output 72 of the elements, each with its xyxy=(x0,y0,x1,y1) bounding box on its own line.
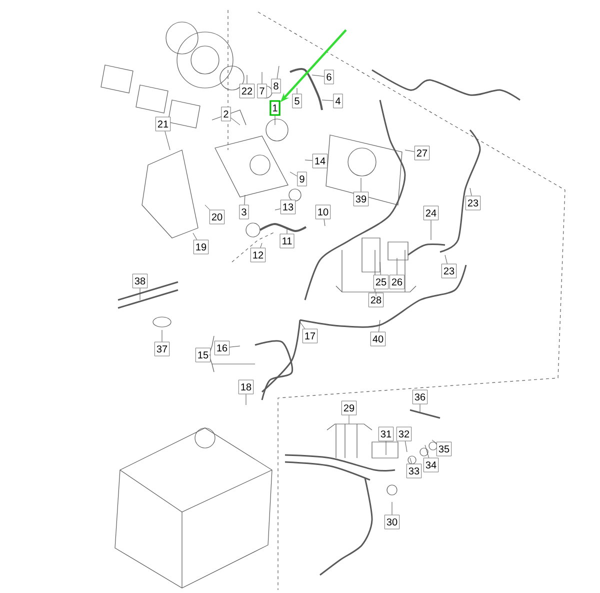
callout-number: 18 xyxy=(238,380,254,394)
callout-number: 36 xyxy=(412,390,428,404)
leader-line xyxy=(410,458,412,464)
callout-number: 35 xyxy=(436,442,452,456)
callout-number: 7 xyxy=(257,84,267,98)
leader-line xyxy=(230,118,240,126)
callout-number: 16 xyxy=(214,340,230,356)
callout-number: 28 xyxy=(368,292,384,308)
callout-number: 31 xyxy=(378,426,394,442)
callout-number: 9 xyxy=(297,172,307,186)
leader-line xyxy=(274,116,276,126)
leader-line xyxy=(296,88,298,94)
callout-number: 23 xyxy=(465,196,481,210)
callout-number: 12 xyxy=(250,248,266,262)
callout-number: 14 xyxy=(312,154,328,168)
callout-number: 34 xyxy=(423,458,439,472)
callout-number: 17 xyxy=(302,328,318,344)
callout-number: 30 xyxy=(384,514,400,530)
leader-line xyxy=(360,178,362,192)
leader-line xyxy=(204,204,210,210)
leader-line xyxy=(424,444,430,458)
callout-number: 23 xyxy=(441,264,457,278)
leader-line xyxy=(304,160,313,161)
leader-line xyxy=(229,346,240,348)
leader-line xyxy=(164,131,170,150)
callout-number: 32 xyxy=(396,426,412,442)
callout-number: 24 xyxy=(423,206,439,220)
leader-line xyxy=(276,66,280,79)
leader-line xyxy=(444,254,448,264)
callout-number: 29 xyxy=(341,400,357,416)
leader-line xyxy=(404,150,415,152)
callout-number: 27 xyxy=(414,146,430,160)
callout-number: 25 xyxy=(373,274,389,290)
leader-line xyxy=(470,188,472,196)
leader-line xyxy=(274,208,281,210)
callout-number: 37 xyxy=(154,342,170,356)
callout-number: 6 xyxy=(324,70,334,84)
callout-number: 19 xyxy=(193,240,209,254)
leader-line xyxy=(380,262,381,275)
callout-number: 8 xyxy=(271,78,281,94)
leader-line xyxy=(404,441,408,452)
callout-number: 2 xyxy=(221,106,231,122)
callout-number: 13 xyxy=(280,200,296,214)
callout-number: 11 xyxy=(280,234,294,248)
leader-line xyxy=(432,440,437,444)
leader-line xyxy=(312,74,324,77)
leader-line xyxy=(324,219,326,226)
callout-number: 1 xyxy=(270,100,280,116)
callout-number: 20 xyxy=(209,210,225,224)
leader-line xyxy=(378,320,380,332)
callout-number: 15 xyxy=(195,348,211,362)
callout-number: 33 xyxy=(406,464,422,478)
callout-number: 3 xyxy=(239,204,249,220)
callout-number: 22 xyxy=(239,84,255,98)
leader-line xyxy=(286,228,288,234)
callout-number: 38 xyxy=(132,274,148,288)
leader-line xyxy=(260,242,262,248)
callout-number: 10 xyxy=(315,204,331,220)
callout-number: 39 xyxy=(353,192,369,206)
leader-line xyxy=(430,220,432,240)
leader-line xyxy=(300,322,306,329)
leader-line xyxy=(192,232,198,240)
callout-number: 40 xyxy=(370,332,386,346)
leader-line xyxy=(396,258,398,275)
leader-line xyxy=(290,172,298,176)
callout-number: 26 xyxy=(389,274,405,290)
leader-line xyxy=(244,194,246,205)
callout-number: 5 xyxy=(292,94,302,108)
callout-number: 21 xyxy=(155,116,171,132)
callout-number: 4 xyxy=(333,94,343,108)
leader-line xyxy=(322,100,334,101)
leader-line xyxy=(246,74,248,84)
